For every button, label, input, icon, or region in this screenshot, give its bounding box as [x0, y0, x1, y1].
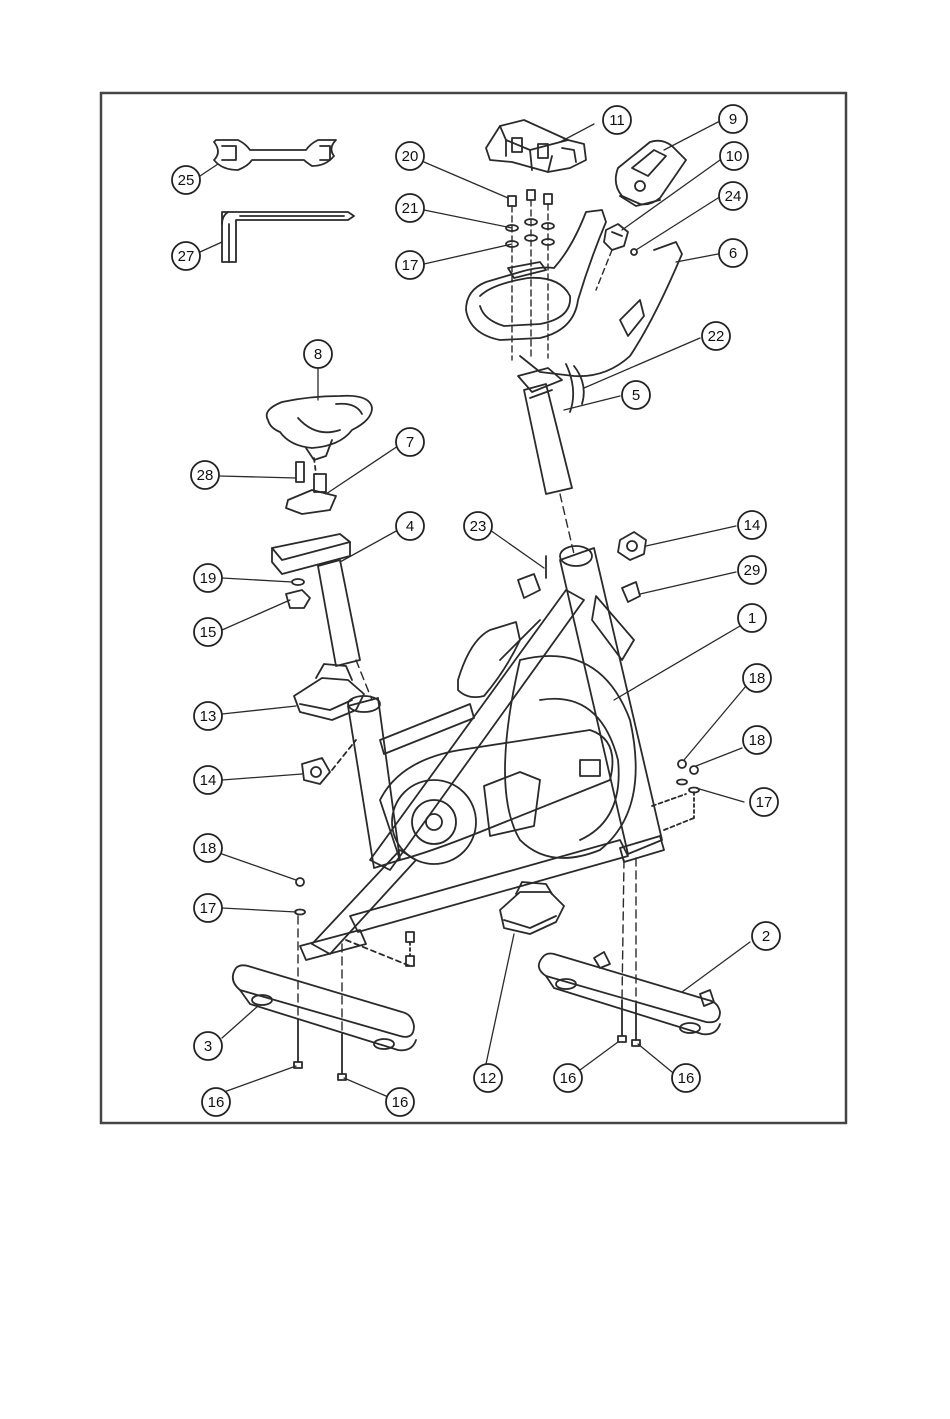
callout-label: 18	[749, 732, 766, 749]
wrench-part	[214, 140, 336, 170]
adjust-knob-left-part	[302, 758, 330, 784]
callout-c15: 15	[194, 618, 222, 646]
callout-label: 25	[178, 172, 195, 189]
main-frame-part	[300, 546, 664, 960]
seat-knob-part	[286, 579, 310, 608]
callout-label: 2	[762, 928, 770, 945]
callout-label: 22	[708, 328, 725, 345]
front-stabilizer-part	[539, 952, 720, 1034]
callout-c23: 23	[464, 512, 492, 540]
callout-label: 19	[200, 570, 217, 587]
callout-label: 17	[756, 794, 773, 811]
callout-c16a: 16	[202, 1088, 230, 1116]
callout-label: 21	[402, 200, 419, 217]
stabilizer-bolts-part	[294, 1000, 640, 1080]
callout-label: 7	[406, 434, 414, 451]
callout-label: 9	[729, 111, 737, 128]
callout-c17b: 17	[750, 788, 778, 816]
callout-label: 3	[204, 1038, 212, 1055]
callout-label: 11	[609, 112, 625, 129]
callout-label: 8	[314, 346, 322, 363]
rear-bolts-part	[295, 878, 305, 915]
callout-label: 4	[406, 518, 414, 535]
callout-c28: 28	[191, 461, 219, 489]
callout-c18a: 18	[743, 664, 771, 692]
callout-label: 1	[748, 610, 756, 627]
resistance-knob-part	[518, 532, 646, 602]
callout-c10: 10	[720, 142, 748, 170]
hex-key-part	[222, 212, 354, 262]
callout-label: 18	[200, 840, 217, 857]
callout-label: 23	[470, 518, 487, 535]
callout-label: 16	[678, 1070, 695, 1087]
callout-c24: 24	[719, 182, 747, 210]
callout-label: 20	[402, 148, 419, 165]
seat-post-part	[272, 534, 360, 666]
callout-c11: 11	[603, 106, 631, 134]
callout-c9: 9	[719, 105, 747, 133]
callout-c16c: 16	[554, 1064, 582, 1092]
callout-c18b: 18	[743, 726, 771, 754]
callout-c16b: 16	[386, 1088, 414, 1116]
callout-c13: 13	[194, 702, 222, 730]
callout-c29: 29	[738, 556, 766, 584]
callout-label: 12	[480, 1070, 497, 1087]
callout-c6: 6	[719, 239, 747, 267]
callout-label: 29	[744, 562, 761, 579]
callout-label: 16	[560, 1070, 577, 1087]
callout-c8: 8	[304, 340, 332, 368]
callout-label: 16	[392, 1094, 409, 1111]
callout-label: 27	[178, 248, 195, 265]
handlebar-bolts-part	[506, 190, 554, 247]
callout-c16d: 16	[672, 1064, 700, 1092]
callout-label: 18	[749, 670, 766, 687]
callout-label: 15	[200, 624, 217, 641]
callout-label: 14	[200, 772, 217, 789]
callout-label: 28	[197, 467, 214, 484]
callout-c19: 19	[194, 564, 222, 592]
tension-cable-part	[566, 364, 584, 412]
callout-label: 14	[744, 517, 761, 534]
callout-c22: 22	[702, 322, 730, 350]
rear-stabilizer-part	[233, 965, 416, 1050]
console-monitor-part	[616, 141, 686, 206]
callout-c17c: 17	[194, 894, 222, 922]
callout-label: 5	[632, 387, 640, 404]
callout-c27: 27	[172, 242, 200, 270]
callout-c12: 12	[474, 1064, 502, 1092]
callout-label: 13	[200, 708, 217, 725]
callout-c14a: 14	[738, 511, 766, 539]
handlebar-bracket-part	[486, 120, 586, 172]
callout-label: 17	[402, 257, 419, 274]
callout-c2: 2	[752, 922, 780, 950]
callout-label: 6	[729, 245, 737, 262]
callout-c3: 3	[194, 1032, 222, 1060]
callout-c18c: 18	[194, 834, 222, 862]
callout-c20: 20	[396, 142, 424, 170]
handlebar-clamp-part	[604, 224, 637, 255]
callout-c21: 21	[396, 194, 424, 222]
callout-c25: 25	[172, 166, 200, 194]
callout-c7: 7	[396, 428, 424, 456]
callout-c5: 5	[622, 381, 650, 409]
saddle-slide-part	[286, 462, 336, 514]
handlebar-part	[466, 210, 682, 376]
pedal-left-part	[294, 664, 364, 720]
callout-label: 24	[725, 188, 742, 205]
leader-lines	[200, 122, 750, 1096]
saddle-part	[267, 396, 372, 460]
handlebar-post-part	[518, 368, 572, 494]
callout-c17a: 17	[396, 251, 424, 279]
callout-c1: 1	[738, 604, 766, 632]
callout-label: 17	[200, 900, 217, 917]
callout-c4: 4	[396, 512, 424, 540]
callout-label: 16	[208, 1094, 225, 1111]
callout-label: 10	[726, 148, 743, 165]
callout-c14b: 14	[194, 766, 222, 794]
